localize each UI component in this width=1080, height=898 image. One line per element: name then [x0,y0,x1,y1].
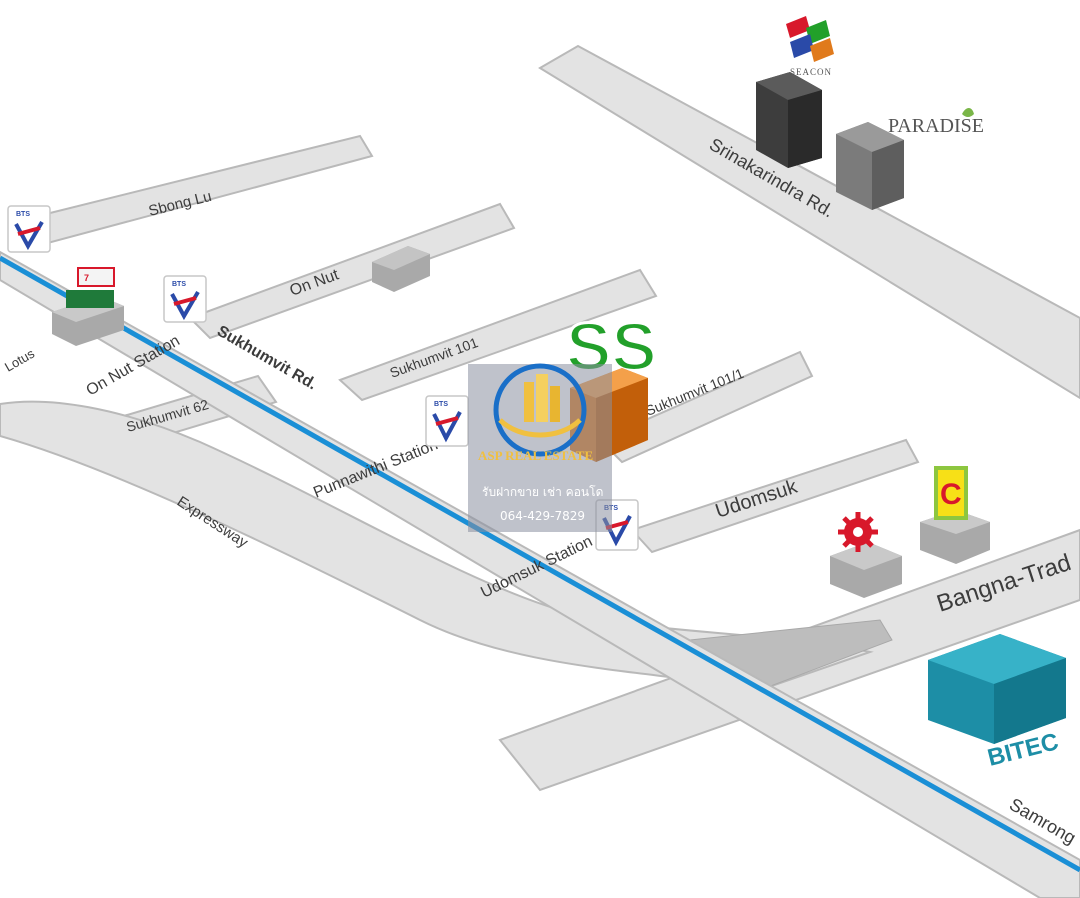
udomsuk-road [630,438,920,554]
svg-text:BTS: BTS [434,401,448,408]
svg-text:BTS: BTS [172,281,186,288]
seacon-label: SEACON [790,67,832,77]
paradise-park-building [836,122,904,210]
tesco-lotus-sign [66,290,114,308]
watermark-brand: ASP REAL ESTATE [478,448,593,463]
central-logo-icon [838,512,878,552]
on-nut-road [188,202,516,340]
paradise-label: PARADISE [888,115,984,137]
bigc-logo-icon: C [934,466,968,520]
bitec-building [928,634,1066,744]
watermark-phone: 064-429-7829 [500,509,585,523]
paradise-leaf-icon [962,108,974,117]
sukhumvit-101-road [338,268,658,402]
central-building [830,542,902,598]
seven-eleven-sign [77,267,115,287]
svg-text:7: 7 [84,273,89,283]
watermark-service: รับฝากขาย เช่า คอนโด [482,485,603,499]
road-label-lotus: Lotus [2,345,37,374]
bigc-building [920,510,990,564]
seacon-logo [786,16,834,62]
srinakarindra-road [538,44,1080,400]
lotus-building: 7 [52,267,124,346]
svg-text:BTS: BTS [16,211,30,218]
svg-text:C: C [940,478,962,511]
bts-line [0,255,1080,873]
on-nut-building [372,246,430,292]
seacon-square-building [756,72,822,168]
bts-station-icon-1: BTS [7,205,51,253]
asp-real-estate-watermark: ASP REAL ESTATE รับฝากขาย เช่า คอนโด 064… [468,363,612,532]
asp-logo-icon [493,363,587,457]
bts-station-icon-3: BTS [425,395,469,447]
sukhumvit-101-1-road [598,350,814,464]
bts-station-icon-2: BTS [163,275,207,323]
